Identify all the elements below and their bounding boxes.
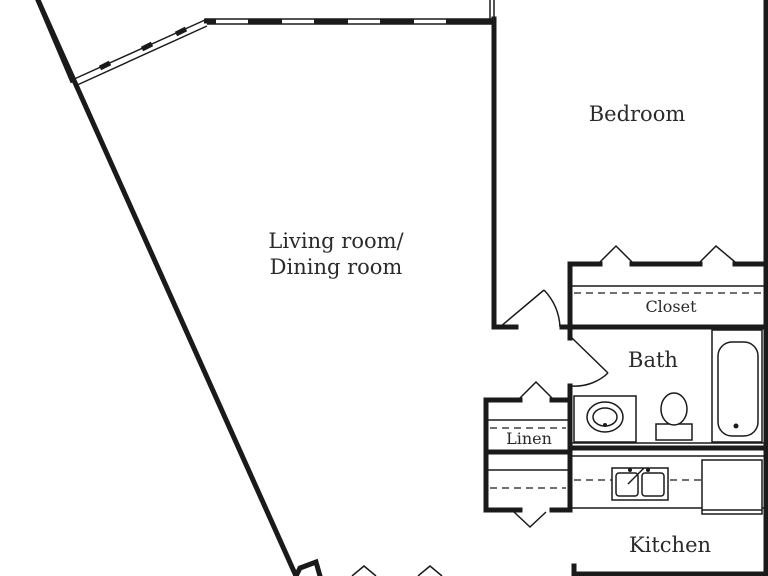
window-mullions <box>98 18 494 71</box>
fixtures <box>573 329 763 515</box>
north-angled-wall-inner <box>74 25 208 87</box>
bedroom-west-wall <box>491 16 519 330</box>
label-closet: Closet <box>645 297 697 316</box>
label-bath: Bath <box>628 348 678 372</box>
label-bedroom: Bedroom <box>589 102 686 126</box>
label-linen: Linen <box>506 429 552 448</box>
label-kitchen: Kitchen <box>629 533 711 557</box>
closet-door-left <box>599 244 633 263</box>
label-living-line2: Dining room <box>270 255 403 279</box>
faucet-knob-left <box>628 468 632 472</box>
northwest-wall-stub <box>35 0 76 84</box>
faucet-knob-right <box>646 468 650 472</box>
range <box>701 459 763 515</box>
linen-wall <box>483 397 523 513</box>
patio-door-right <box>417 565 443 576</box>
bath-sink-drain <box>603 423 607 427</box>
toilet-bowl <box>660 392 688 426</box>
west-slanted-wall <box>35 0 299 576</box>
kitchen-sink-left-bowl <box>615 472 639 497</box>
south-wall-stub <box>293 558 323 576</box>
toilet-tank <box>655 423 693 441</box>
closet-outer <box>567 261 603 330</box>
kitchen-sink-right-bowl <box>641 472 665 497</box>
exterior-walls <box>35 0 768 576</box>
closet-door-right <box>699 244 736 263</box>
bedroom-door-arc <box>543 289 561 328</box>
interior-walls <box>351 16 768 576</box>
patio-door-left <box>351 565 377 576</box>
bath-sink <box>586 401 624 433</box>
bath-door-arc <box>571 372 609 387</box>
room-labels: Bedroom Living room/ Dining room Closet … <box>268 102 711 557</box>
label-living-line1: Living room/ <box>268 229 404 253</box>
bedroom-door-leaf <box>499 289 545 328</box>
pantry-door <box>513 511 547 529</box>
bathtub-basin <box>717 341 759 437</box>
bath-door-leaf <box>571 337 609 374</box>
linen-door <box>519 380 553 399</box>
bathtub-drain <box>733 423 739 429</box>
kitchen-faucet <box>627 467 645 485</box>
